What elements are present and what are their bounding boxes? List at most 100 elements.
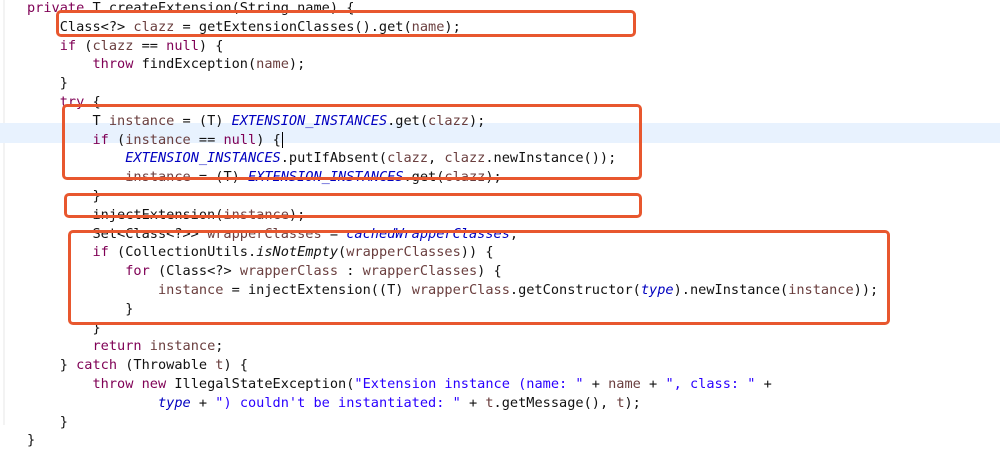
code-line: return instance; <box>27 337 223 356</box>
code-token: { <box>84 94 101 110</box>
code-token <box>133 376 141 392</box>
code-line: for (Class<?> wrapperClass : wrapperClas… <box>27 262 502 281</box>
code-token: clazz <box>444 169 486 186</box>
code-token: + <box>460 394 486 411</box>
code-token: (Throwable <box>117 357 216 374</box>
code-token: .newInstance()); <box>485 150 617 167</box>
code-line: private T createExtension(String name) { <box>27 0 354 18</box>
code-token: instance <box>108 112 175 129</box>
code-token: clazz <box>133 18 175 35</box>
code-token <box>27 150 125 166</box>
code-line: if (CollectionUtils.isNotEmpty(wrapperCl… <box>27 243 494 262</box>
current-line-highlight <box>0 123 1000 143</box>
code-token: } <box>27 432 36 449</box>
code-token: findException( <box>133 56 257 73</box>
code-line: } <box>27 74 68 93</box>
code-token: name <box>256 56 289 73</box>
code-token: ); <box>444 18 461 35</box>
code-token: null <box>223 131 257 148</box>
code-token: ); <box>624 394 641 411</box>
code-token: ; <box>509 225 519 242</box>
code-token: t <box>616 394 625 411</box>
code-token: ) { <box>223 357 248 374</box>
code-token: .getMessage(), <box>493 394 617 411</box>
code-token: throw <box>92 376 134 392</box>
code-line: } <box>27 319 101 338</box>
code-token: instance <box>788 282 854 298</box>
code-token: ).newInstance( <box>673 282 789 298</box>
code-token: )) { <box>460 244 494 261</box>
code-line: Class<?> clazz = getExtensionClasses().g… <box>27 18 461 37</box>
code-token: clazz <box>428 112 469 129</box>
code-token <box>27 169 125 185</box>
code-line: if (clazz == null) { <box>27 37 224 56</box>
code-token: wrapperClasses <box>362 263 478 280</box>
code-token: instance <box>223 206 289 223</box>
code-token: t <box>215 357 224 374</box>
code-token <box>27 395 158 411</box>
code-token: } <box>27 300 134 317</box>
code-token: name <box>411 18 445 35</box>
code-line: Set<Class<?>> wrapperClasses = cachedWra… <box>27 225 518 244</box>
code-token <box>27 338 92 354</box>
code-token: == <box>133 37 167 54</box>
code-token <box>27 376 92 392</box>
code-token: return <box>92 338 142 355</box>
code-token: ); <box>468 112 486 129</box>
code-token: cachedWrapperClasses <box>346 225 510 242</box>
code-token: ); <box>288 206 306 223</box>
code-line: throw findException(name); <box>27 55 305 74</box>
editor-gutter <box>3 0 5 425</box>
code-token: + <box>755 376 772 392</box>
code-token: ); <box>288 56 306 73</box>
code-line: } <box>27 187 100 206</box>
code-line: T instance = (T) EXTENSION_INSTANCES.get… <box>27 112 485 131</box>
code-token <box>27 244 92 260</box>
code-token: type <box>640 282 674 298</box>
code-line: } catch (Throwable t) { <box>27 356 248 375</box>
code-token: + <box>640 376 666 392</box>
code-token: wrapperClasses <box>207 225 322 242</box>
code-token: ( <box>108 131 126 148</box>
code-token: = (T) <box>190 169 248 186</box>
code-token: instance <box>149 338 216 355</box>
code-token: T createExtension(String name) { <box>92 0 355 16</box>
code-token: = getExtensionClasses().get( <box>174 18 412 35</box>
code-token: + <box>583 376 609 392</box>
code-token: ( <box>76 37 93 54</box>
code-token: } <box>27 319 101 336</box>
code-token: ") couldn't be instantiated: " <box>215 394 461 411</box>
code-token: ); <box>485 169 502 186</box>
code-token: try <box>59 94 85 110</box>
code-token: = injectExtension((T) <box>223 282 412 298</box>
code-line: throw new IllegalStateException("Extensi… <box>27 375 772 394</box>
code-token: : <box>338 263 363 280</box>
code-token: instance <box>125 131 191 148</box>
code-token <box>27 263 125 279</box>
code-line: } <box>27 431 35 450</box>
code-token: name <box>608 376 641 392</box>
code-token: .get( <box>403 169 445 186</box>
code-token: if <box>59 37 77 54</box>
code-token: T <box>27 112 109 129</box>
code-token <box>27 94 60 110</box>
code-line: instance = injectExtension((T) wrapperCl… <box>27 281 878 300</box>
code-token: instance <box>157 282 224 298</box>
code-token: IllegalStateException( <box>166 376 355 392</box>
code-token: clazz <box>92 37 134 54</box>
code-token: .putIfAbsent( <box>280 150 388 167</box>
code-line: injectExtension(instance); <box>27 206 305 225</box>
code-token: t <box>485 394 494 411</box>
code-token: catch <box>76 357 118 374</box>
code-token: wrapperClass <box>411 282 510 298</box>
code-token: == <box>190 131 224 148</box>
code-line: EXTENSION_INSTANCES.putIfAbsent(clazz, c… <box>27 149 616 168</box>
code-token: EXTENSION_INSTANCES <box>248 169 404 186</box>
code-token: } <box>27 75 68 92</box>
code-token: Class<?> <box>27 18 134 35</box>
code-token: "Extension instance (name: " <box>354 376 584 392</box>
code-token: .get( <box>387 112 429 129</box>
code-token: isNotEmpty <box>256 244 339 261</box>
code-token: (CollectionUtils. <box>108 244 257 261</box>
